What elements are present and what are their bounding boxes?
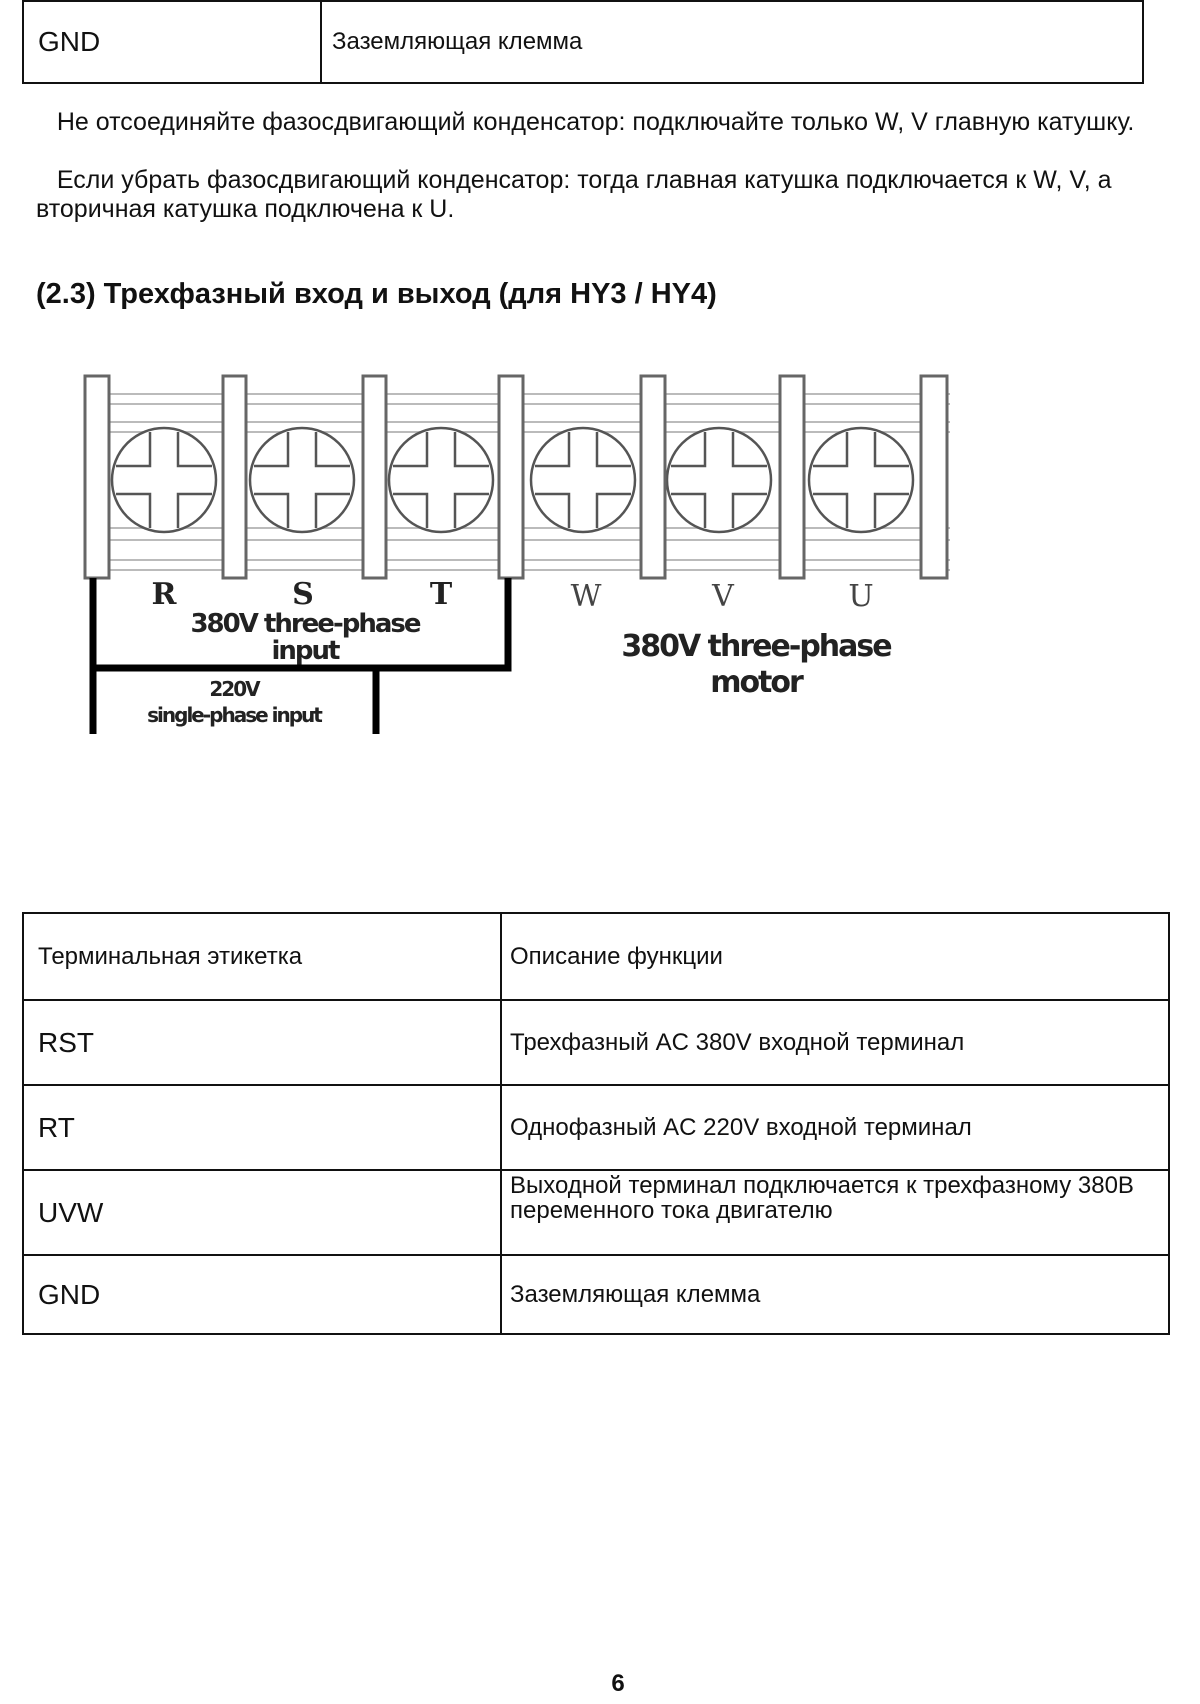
table-row: RT Однофазный AC 220V входной терминал	[22, 1084, 1170, 1171]
wiring-lines	[89, 578, 512, 734]
terminal-description: Заземляющая клемма	[320, 0, 1144, 84]
header-terminal-label: Терминальная этикетка	[22, 912, 502, 1001]
paragraph-text: Не отсоединяйте фазосдвигающий конденсат…	[56, 108, 1135, 136]
input-label-2: input	[272, 636, 341, 666]
table-row: GND Заземляющая клемма	[22, 1254, 1170, 1335]
terminal-label-r: R	[152, 577, 178, 612]
table-row: GND Заземляющая клемма	[22, 0, 1144, 84]
terminal-description: Однофазный AC 220V входной терминал	[500, 1084, 1170, 1171]
terminal-posts	[83, 374, 949, 580]
screw-icon	[807, 426, 915, 534]
terminal-label: UVW	[22, 1169, 502, 1256]
terminal-screws	[110, 426, 915, 534]
header-description: Описание функции	[500, 912, 1170, 1001]
paragraph: Не отсоединяйте фазосдвигающий конденсат…	[36, 108, 1156, 137]
paragraph-text: Если убрать фазосдвигающий конденсатор: …	[36, 166, 1112, 223]
screw-icon	[248, 426, 356, 534]
screw-icon	[665, 426, 773, 534]
terminal-table: Терминальная этикетка Описание функции R…	[22, 912, 1170, 1335]
terminal-description: Трехфазный AC 380V входной терминал	[500, 999, 1170, 1086]
screw-icon	[529, 426, 637, 534]
terminal-description: Выходной терминал подключается к трехфаз…	[500, 1169, 1170, 1256]
terminal-label-w: W	[571, 579, 602, 614]
terminal-label: GND	[22, 0, 322, 84]
screw-icon	[387, 426, 495, 534]
single-phase-label: 220V	[209, 677, 261, 701]
terminal-label: RST	[22, 999, 502, 1086]
terminal-table-continued: GND Заземляющая клемма	[22, 0, 1144, 84]
motor-label: 380V three-phase	[621, 629, 891, 664]
terminal-label-s: S	[292, 577, 314, 612]
input-label: 380V three-phase	[190, 609, 420, 639]
terminal-description: Заземляющая клемма	[500, 1254, 1170, 1335]
paragraph: Если убрать фазосдвигающий конденсатор: …	[36, 166, 1156, 224]
terminal-label-t: T	[430, 577, 453, 612]
table-row: UVW Выходной терминал подключается к тре…	[22, 1169, 1170, 1256]
terminal-wiring-diagram: R S T W V U 380V three-phase input 220V …	[83, 374, 950, 734]
section-heading: (2.3) Трехфазный вход и выход (для HY3 /…	[36, 278, 717, 310]
screw-icon	[110, 426, 218, 534]
table-header-row: Терминальная этикетка Описание функции	[22, 912, 1170, 1001]
terminal-label: GND	[22, 1254, 502, 1335]
motor-label-2: motor	[710, 665, 804, 700]
page-number: 6	[611, 1670, 625, 1697]
single-phase-label-2: single-phase input	[147, 703, 323, 727]
table-row: RST Трехфазный AC 380V входной терминал	[22, 999, 1170, 1086]
terminal-label-u: U	[848, 579, 873, 614]
terminal-label-v: V	[711, 579, 735, 614]
terminal-label: RT	[22, 1084, 502, 1171]
